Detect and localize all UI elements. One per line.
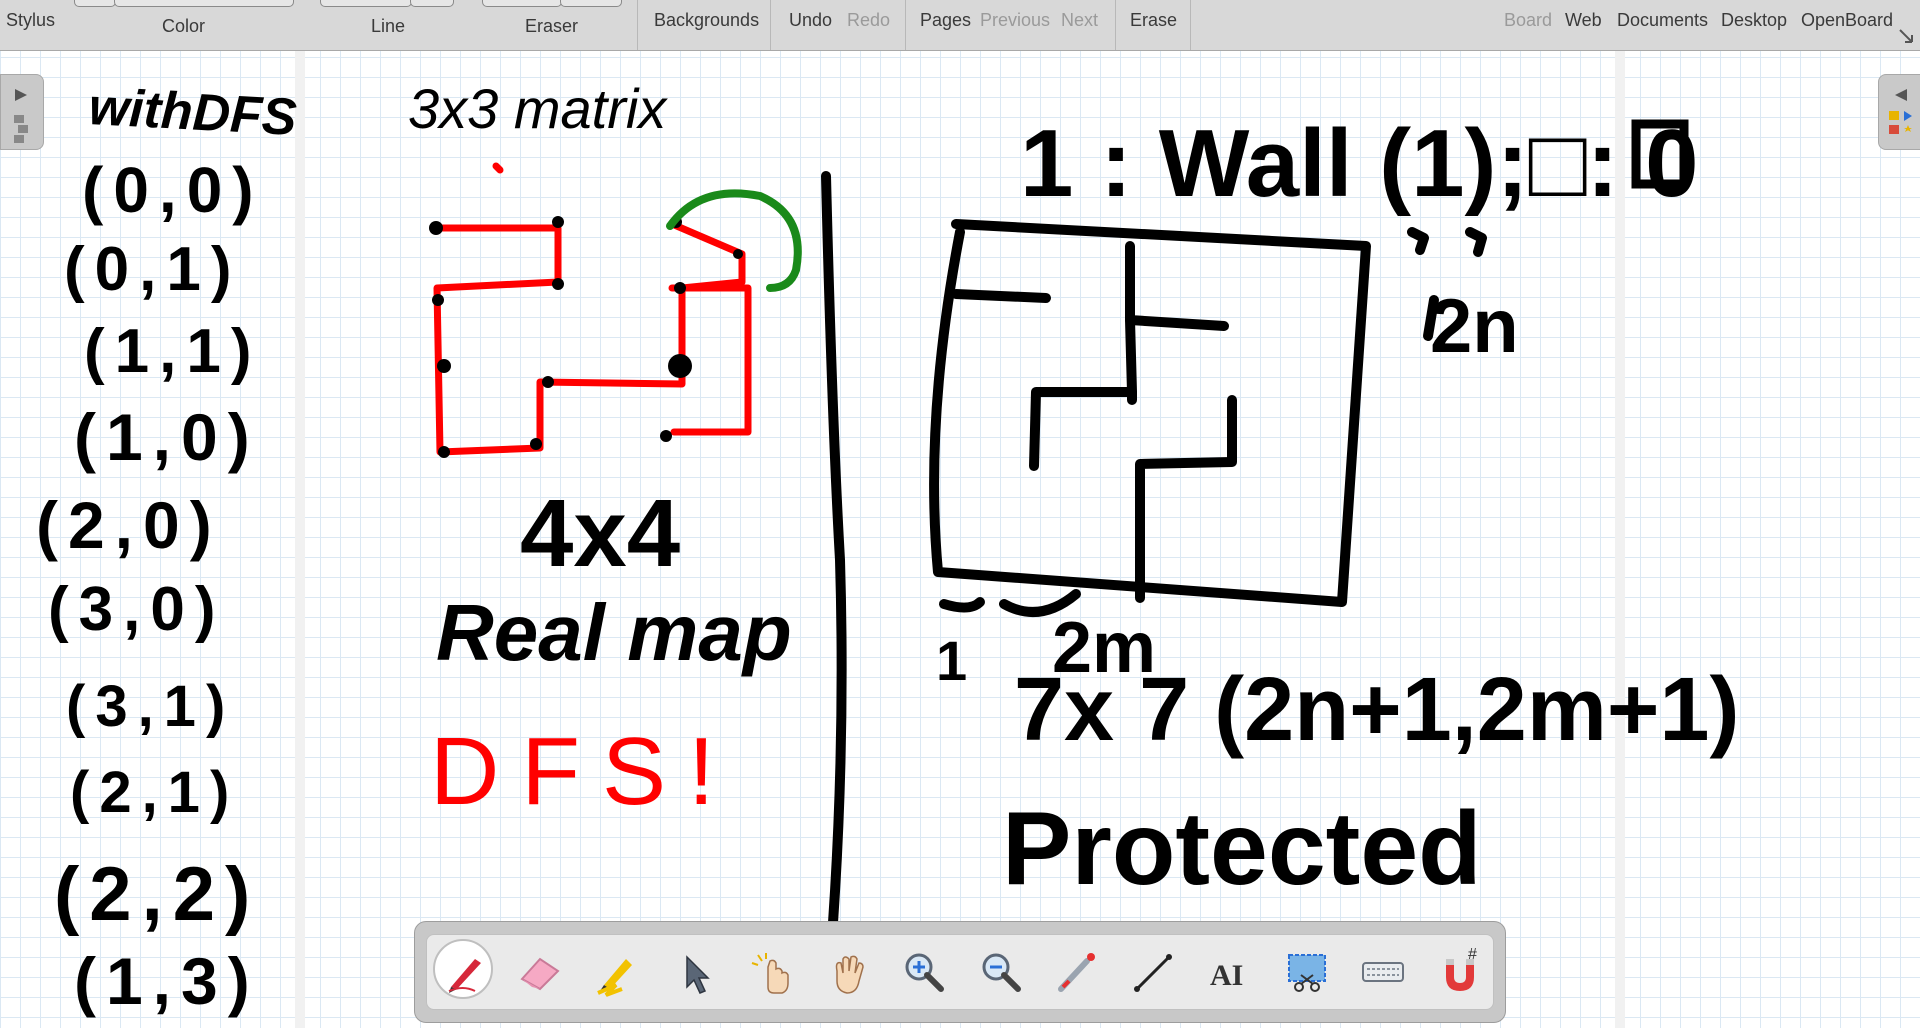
coord-item: (0,1) — [64, 235, 241, 304]
laser-pointer-tool-button[interactable] — [1047, 941, 1107, 1001]
web-button[interactable]: Web — [1565, 10, 1602, 30]
eraser-icon — [520, 957, 560, 991]
dfs-exclaim: DFS! — [430, 718, 737, 825]
next-button[interactable]: Next — [1061, 10, 1099, 30]
size-label: 4x4 — [520, 480, 680, 587]
laser-pointer-icon — [1057, 953, 1095, 992]
path-dots — [429, 216, 743, 458]
size-formula: 7x 7 (2n+1,2m+1) — [1014, 660, 1739, 760]
board-divider — [295, 51, 305, 1028]
ink-divider-line — [821, 171, 847, 969]
line-icon — [1134, 954, 1173, 992]
zoom-in-icon — [905, 953, 945, 992]
documents-button[interactable]: Documents — [1617, 10, 1709, 30]
pen-tool-button[interactable] — [433, 939, 493, 999]
hand-tool-button[interactable] — [817, 941, 877, 1001]
interactor-tool-button[interactable] — [740, 941, 800, 1001]
zoom-in-tool-button[interactable] — [893, 941, 953, 1001]
coord-item: (3,0) — [48, 575, 225, 644]
right-library-handle[interactable] — [1878, 74, 1920, 150]
coord-item: (2,2) — [54, 852, 260, 937]
m-label: 2m — [1052, 608, 1156, 688]
desktop-button[interactable]: Desktop — [1721, 10, 1788, 30]
tool-palette: AI # — [414, 921, 1506, 1023]
one-label: 1 — [936, 629, 967, 692]
left-library-handle[interactable] — [0, 74, 44, 150]
top-toolbar: Stylus Color Line Eraser Backgrounds Und… — [0, 0, 1920, 51]
redo-button[interactable]: Redo — [847, 10, 891, 30]
svg-text:AI: AI — [1210, 959, 1243, 992]
expand-right-icon — [1889, 89, 1912, 134]
green-arrow — [666, 189, 802, 292]
undo-button[interactable]: Undo — [789, 10, 833, 30]
erase-button[interactable]: Erase — [1130, 10, 1178, 30]
color-label: Color — [162, 16, 206, 36]
coord-item: (2,1) — [70, 760, 239, 825]
line-width-2[interactable] — [410, 0, 454, 7]
board-divider — [1615, 51, 1625, 1028]
matrix-label: 3x3 matrix — [408, 77, 668, 140]
selector-tool-button[interactable] — [663, 941, 723, 1001]
stylus-button[interactable]: Stylus — [6, 10, 56, 30]
backgrounds-button[interactable]: Backgrounds — [654, 10, 760, 30]
highlighter-icon — [597, 959, 633, 997]
line-label: Line — [371, 16, 406, 36]
virtual-keyboard-icon — [1362, 962, 1405, 982]
maze-drawing — [929, 219, 1487, 617]
pen-icon — [448, 959, 481, 993]
whiteboard-canvas[interactable] — [0, 51, 1920, 1028]
openboard-button[interactable]: OpenBoard — [1801, 10, 1894, 30]
n-label: 2n — [1430, 284, 1519, 369]
magnet-icon: # — [1446, 946, 1477, 991]
handwritten-dfs-list: withDFS — [87, 78, 298, 147]
interactor-icon — [751, 953, 789, 994]
expand-left-icon — [14, 89, 28, 143]
dfs-heading: withDFS — [87, 78, 298, 147]
capture-tool-button[interactable] — [1277, 941, 1337, 1001]
text-icon: AI — [1210, 959, 1243, 992]
coord-item: (1,0) — [74, 400, 260, 474]
color-swatch-2[interactable] — [114, 0, 294, 7]
coord-item: (2,0) — [36, 488, 222, 562]
legend-text: 1 : Wall (1);□: 0 — [1020, 110, 1698, 217]
text-tool-button[interactable]: AI — [1200, 941, 1260, 1001]
pages-button[interactable]: Pages — [920, 10, 972, 30]
eraser-label: Eraser — [525, 16, 579, 36]
virtual-keyboard-tool-button[interactable] — [1353, 941, 1413, 1001]
resize-grip-icon — [1899, 29, 1913, 43]
protected-label: Protected — [1002, 791, 1482, 907]
svg-text:#: # — [1468, 946, 1477, 963]
legend-square — [1631, 119, 1689, 189]
highlighter-tool-button[interactable] — [586, 941, 646, 1001]
eraser-tool-button[interactable] — [510, 941, 570, 1001]
board-button[interactable]: Board — [1504, 10, 1553, 30]
real-map-label: Real map — [436, 588, 792, 677]
zoom-out-icon — [982, 953, 1021, 992]
magnet-tool-button[interactable]: # — [1430, 941, 1490, 1001]
line-tool-button[interactable] — [1123, 941, 1183, 1001]
coord-item: (3,1) — [66, 674, 235, 739]
coord-item: (1,3) — [74, 944, 260, 1018]
coord-item: (0,0) — [82, 154, 264, 226]
capture-icon — [1287, 954, 1326, 992]
previous-button[interactable]: Previous — [980, 10, 1051, 30]
zoom-out-tool-button[interactable] — [970, 941, 1030, 1001]
red-dfs-path — [431, 162, 752, 456]
selector-icon — [686, 955, 710, 994]
coord-item: (1,1) — [84, 317, 261, 386]
eraser-width-2[interactable] — [560, 0, 622, 7]
hand-icon — [835, 955, 864, 994]
